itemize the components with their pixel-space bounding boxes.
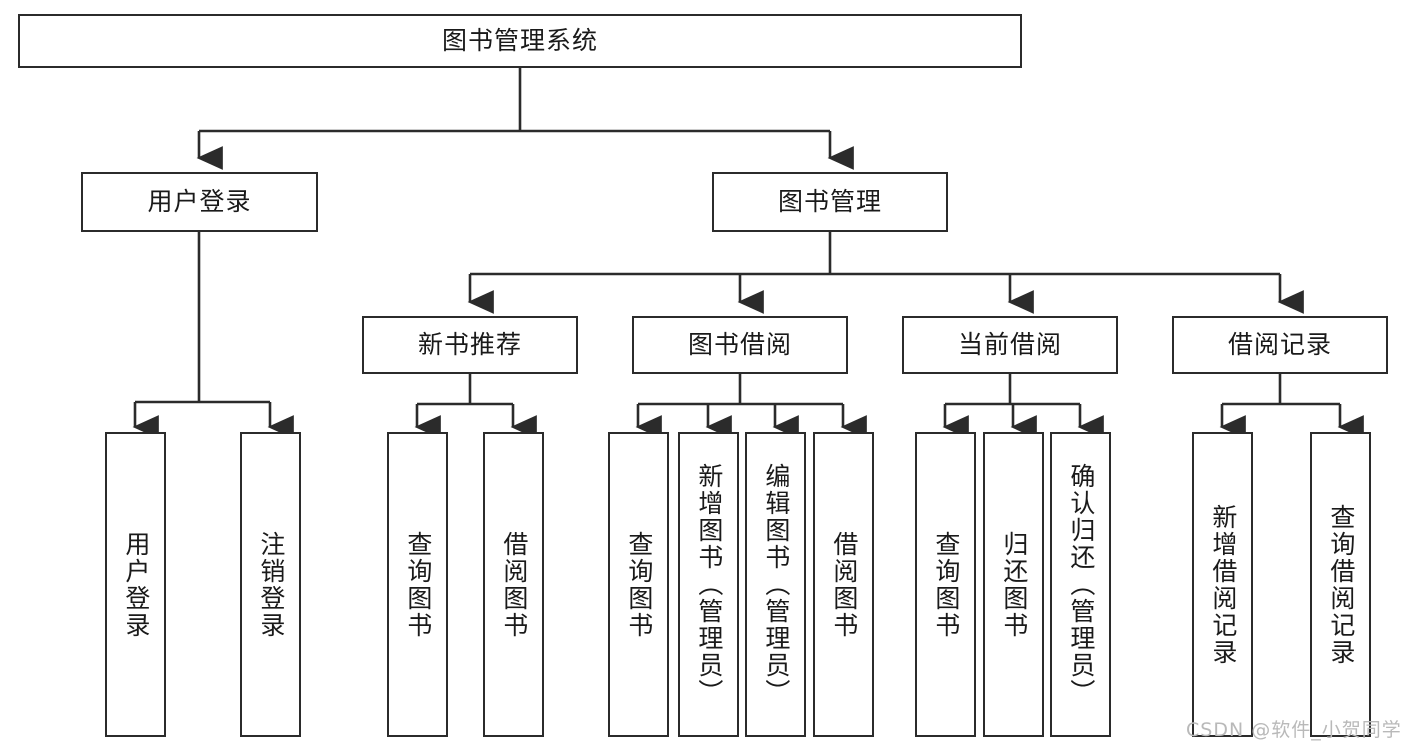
node-label: 注销登录 bbox=[256, 530, 286, 639]
node-leaf-query-borrow-record[interactable]: 查询借阅记录 bbox=[1310, 432, 1371, 737]
node-leaf-query-book-3[interactable]: 查询图书 bbox=[915, 432, 976, 737]
node-book-borrow[interactable]: 图书借阅 bbox=[632, 316, 848, 374]
node-leaf-add-borrow-record[interactable]: 新增借阅记录 bbox=[1192, 432, 1253, 737]
node-label: 用户登录 bbox=[121, 530, 151, 639]
node-label: 查询图书 bbox=[403, 530, 433, 639]
node-label: 图书管理系统 bbox=[441, 26, 598, 55]
node-borrow-record[interactable]: 借阅记录 bbox=[1172, 316, 1388, 374]
node-leaf-add-book-admin[interactable]: 新增图书（管理员） bbox=[678, 432, 739, 737]
node-label: 借阅图书 bbox=[829, 530, 859, 639]
node-label: 当前借阅 bbox=[957, 330, 1062, 359]
node-label: 编辑图书（管理员） bbox=[761, 463, 791, 706]
node-label: 借阅图书 bbox=[499, 530, 529, 639]
node-leaf-return-book[interactable]: 归还图书 bbox=[983, 432, 1044, 737]
node-leaf-logout-login[interactable]: 注销登录 bbox=[240, 432, 301, 737]
node-book-management[interactable]: 图书管理 bbox=[712, 172, 948, 232]
node-label: 用户登录 bbox=[147, 187, 252, 216]
node-leaf-confirm-return-admin[interactable]: 确认归还（管理员） bbox=[1050, 432, 1111, 737]
node-leaf-query-book-2[interactable]: 查询图书 bbox=[608, 432, 669, 737]
node-label: 图书管理 bbox=[777, 187, 882, 216]
node-leaf-borrow-book-1[interactable]: 借阅图书 bbox=[483, 432, 544, 737]
node-label: 查询借阅记录 bbox=[1326, 503, 1356, 666]
node-user-login[interactable]: 用户登录 bbox=[81, 172, 318, 232]
node-label: 新增借阅记录 bbox=[1208, 503, 1238, 666]
node-label: 确认归还（管理员） bbox=[1066, 463, 1096, 706]
node-label: 查询图书 bbox=[624, 530, 654, 639]
node-leaf-borrow-book-2[interactable]: 借阅图书 bbox=[813, 432, 874, 737]
csdn-watermark: CSDN @软件_小贺同学 bbox=[1186, 719, 1402, 741]
node-label: 借阅记录 bbox=[1227, 330, 1332, 359]
node-leaf-user-login[interactable]: 用户登录 bbox=[105, 432, 166, 737]
node-label: 归还图书 bbox=[999, 530, 1029, 639]
node-leaf-query-book-1[interactable]: 查询图书 bbox=[387, 432, 448, 737]
node-label: 图书借阅 bbox=[687, 330, 792, 359]
node-book-management-system[interactable]: 图书管理系统 bbox=[18, 14, 1022, 68]
node-label: 新增图书（管理员） bbox=[694, 463, 724, 706]
node-label: 新书推荐 bbox=[417, 330, 522, 359]
node-label: 查询图书 bbox=[931, 530, 961, 639]
node-current-borrow[interactable]: 当前借阅 bbox=[902, 316, 1118, 374]
node-new-book-recommend[interactable]: 新书推荐 bbox=[362, 316, 578, 374]
node-leaf-edit-book-admin[interactable]: 编辑图书（管理员） bbox=[745, 432, 806, 737]
